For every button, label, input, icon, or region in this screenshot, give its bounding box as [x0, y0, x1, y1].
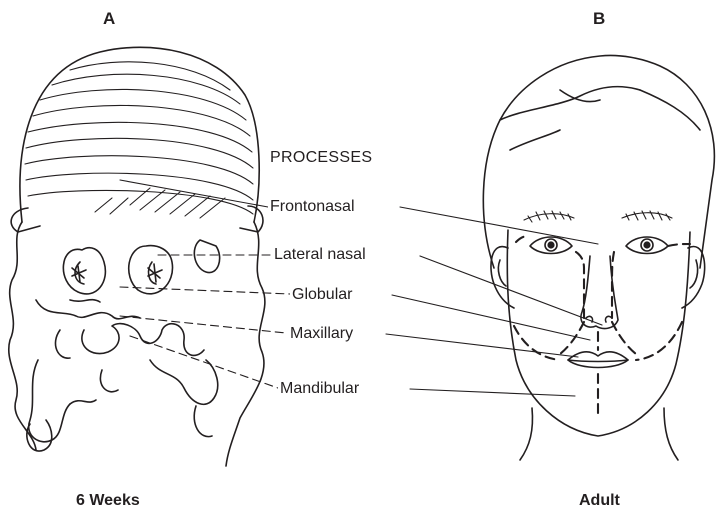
label-frontonasal: Frontonasal — [268, 199, 357, 215]
embryo-body-left — [9, 222, 36, 450]
label-lateral-nasal: Lateral nasal — [272, 247, 368, 263]
adult-face-illustration — [483, 55, 714, 460]
embryo-cranium-hatching — [25, 62, 253, 218]
label-globular: Globular — [290, 287, 354, 303]
label-maxillary: Maxillary — [288, 326, 355, 342]
panel-a-caption: 6 Weeks — [76, 493, 140, 509]
embryo-head-illustration — [9, 47, 265, 466]
adult-hair — [483, 55, 714, 268]
embryo-body-right — [226, 222, 265, 466]
adult-eyebrows — [524, 211, 672, 222]
processes-heading: PROCESSES — [270, 150, 372, 166]
label-mandibular: Mandibular — [278, 381, 361, 397]
adult-mouth — [568, 352, 628, 368]
embryo-mandibular-lobes — [82, 324, 204, 356]
adult-ear-left — [491, 247, 514, 308]
adult-face-boundaries — [514, 236, 690, 416]
panel-a-letter: A — [103, 10, 115, 27]
panel-b-caption: Adult — [579, 493, 620, 509]
panel-b-letter: B — [593, 10, 605, 27]
leader-lines — [120, 180, 602, 396]
embryo-cranium — [20, 47, 259, 222]
